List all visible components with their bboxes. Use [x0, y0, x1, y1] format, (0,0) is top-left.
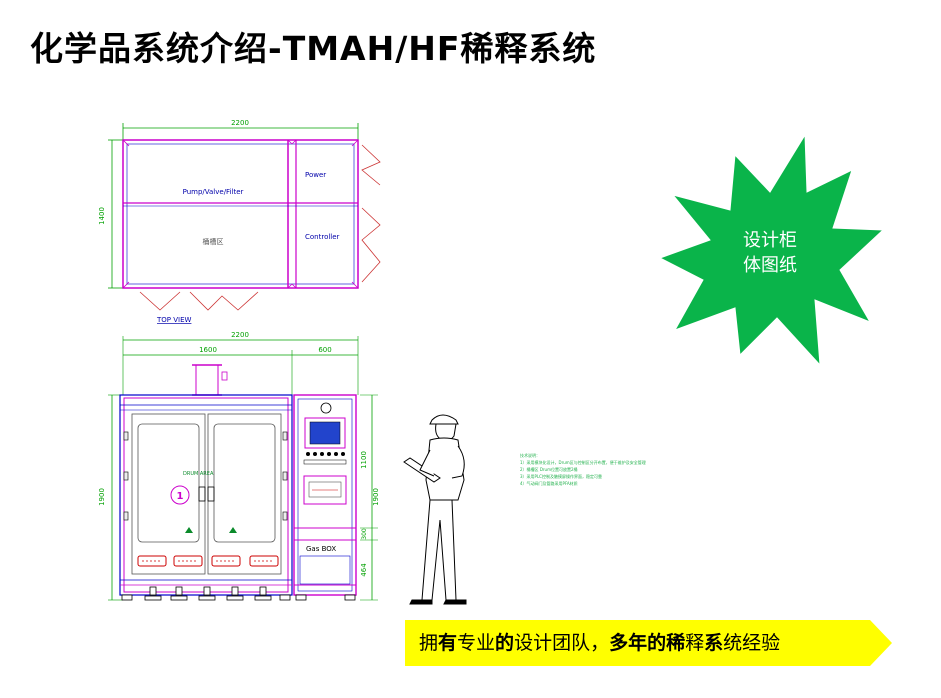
front-view: 2200 1600 600 1900 1100 1900 300 464	[98, 331, 380, 601]
banner-part-3: 专业	[457, 632, 496, 654]
front-dim-h2: 1900	[372, 488, 380, 506]
banner-part-9: 系	[704, 632, 724, 654]
page-title: 化学品系统介绍-TMAH/HF稀释系统	[30, 29, 597, 68]
front-dim-h3: 300	[361, 528, 368, 540]
callout-line-2: 体图纸	[743, 255, 797, 276]
star-burst-icon	[658, 133, 885, 367]
banner-text: 拥有专业的设计团队，多年的稀释系统经验	[419, 620, 780, 666]
top-height-dim: 1400	[98, 207, 106, 225]
label-tank-area: 桶槽区	[203, 237, 224, 246]
worker-figure	[403, 414, 467, 605]
callout-star: 设计柜 体图纸	[655, 130, 885, 370]
top-view-label: TOP VIEW	[156, 316, 192, 324]
front-dim-left: 1600	[199, 346, 217, 354]
banner-part-2: 有	[438, 632, 458, 654]
callout-line-1: 设计柜	[743, 230, 797, 251]
banner-part-10: 统经验	[723, 632, 781, 654]
banner-arrow-shape	[405, 620, 892, 666]
technical-notes: 技术说明： 1）采用模块化设计，Drum区与控制区分开布置，便于维护及安全管理 …	[520, 452, 646, 487]
banner-part-5: 设计团队，	[514, 632, 610, 654]
label-power: Power	[305, 171, 326, 179]
front-height-dim: 1900	[98, 488, 106, 506]
drum-area-label: DRUM AREA	[183, 471, 214, 477]
banner-part-6: 多年的	[609, 632, 667, 654]
label-controller: Controller	[305, 233, 340, 241]
label-pump-valve-filter: Pump/Valve/Filter	[183, 188, 244, 196]
banner-part-4: 的	[495, 632, 515, 654]
front-width-dim: 2200	[231, 331, 249, 339]
front-dim-h4: 464	[360, 563, 368, 577]
notes-line-4: 4）气动阀门及管路采用PFA材质	[520, 481, 578, 486]
top-view: 2200 1400 Pump/Valve/Filter 桶槽区 Power Co…	[98, 119, 381, 324]
notes-line-2: 2）桶槽区 Drum位置可放置2桶	[520, 467, 578, 472]
top-width-dim: 2200	[231, 119, 249, 127]
front-dim-h1: 1100	[360, 451, 368, 469]
notes-line-3: 3）采用PLC控制及触摸屏操作界面，稳定可靠	[520, 474, 602, 479]
bottom-banner: 拥有专业的设计团队，多年的稀释系统经验	[405, 620, 892, 666]
banner-part-8: 释	[685, 632, 705, 654]
notes-line-1: 1）采用模块化设计，Drum区与控制区分开布置，便于维护及安全管理	[520, 460, 646, 465]
front-dim-right: 600	[318, 346, 331, 354]
callout-text: 设计柜 体图纸	[655, 228, 885, 278]
banner-part-7: 稀	[666, 632, 686, 654]
circle-number: 1	[177, 491, 184, 502]
banner-part-1: 拥	[419, 632, 439, 654]
gas-box-label: Gas BOX	[306, 545, 336, 553]
notes-heading: 技术说明：	[520, 453, 540, 458]
